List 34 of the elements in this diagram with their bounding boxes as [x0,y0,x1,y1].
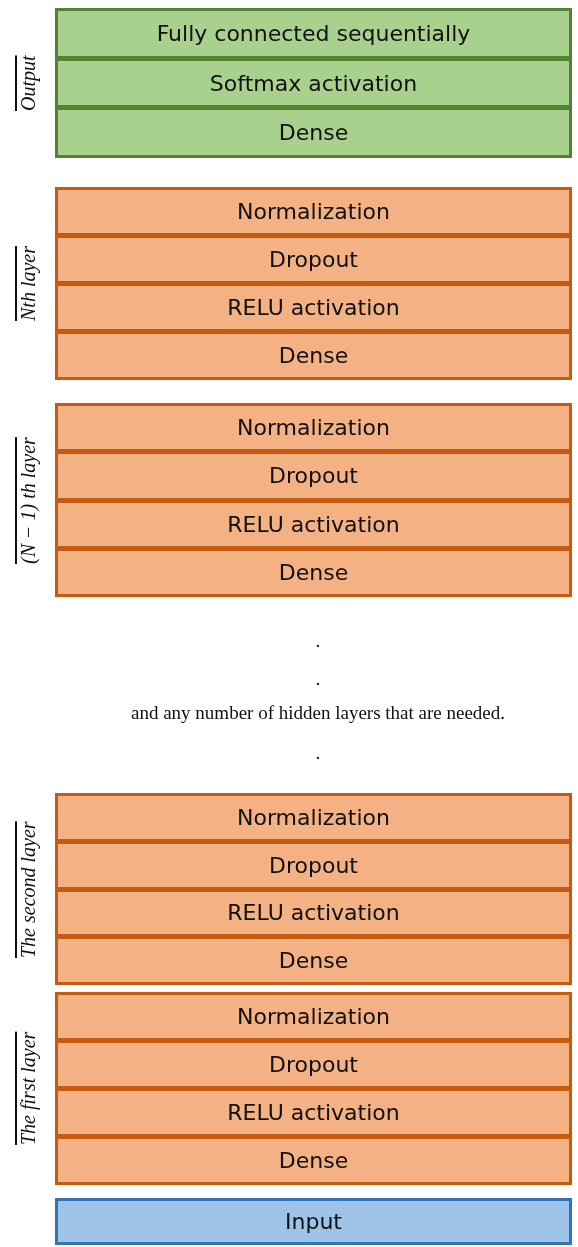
layer-row: Dense [58,105,569,155]
layer-row: Dropout [58,233,569,281]
ellipsis-dot: . [315,668,321,690]
layer-row: Dense [58,329,569,377]
layer-row: Normalization [58,190,569,233]
layer-row: Dense [58,1134,569,1182]
layer-row: RELU activation [58,1086,569,1134]
layer-row: Dense [58,934,569,982]
note-text: and any number of hidden layers that are needed. [131,702,506,724]
layer-side-label: Nth layer [16,246,40,321]
layer-row: Fully connected sequentially [58,11,569,56]
layer-stack-panel [55,8,572,158]
layer-row: Normalization [58,995,569,1038]
layer-row: RELU activation [58,886,569,935]
layer-row: Normalization [58,406,569,450]
layer-stack-panel [55,403,572,597]
layer-stack-panel [55,992,572,1185]
layer-side-label: Output [16,55,40,111]
layer-row: Normalization [58,796,569,839]
layer-stack-panel [55,187,572,380]
layer-stack-panel [55,793,572,985]
ellipsis-dot: . [315,630,321,652]
layer-row: Softmax activation [58,55,569,106]
layer-row: Dropout [58,449,569,498]
input-box: Input [55,1198,572,1245]
layer-side-label: The first layer [16,1031,40,1145]
layer-side-label: The second layer [16,820,40,958]
layer-row: Dense [58,545,569,594]
layer-row: Dropout [58,1038,569,1086]
layer-row: RELU activation [58,497,569,546]
layer-row: RELU activation [58,281,569,329]
ellipsis-dot: . [315,742,321,764]
layer-row: Dropout [58,838,569,887]
layer-side-label: (N − 1) th layer [16,436,40,564]
